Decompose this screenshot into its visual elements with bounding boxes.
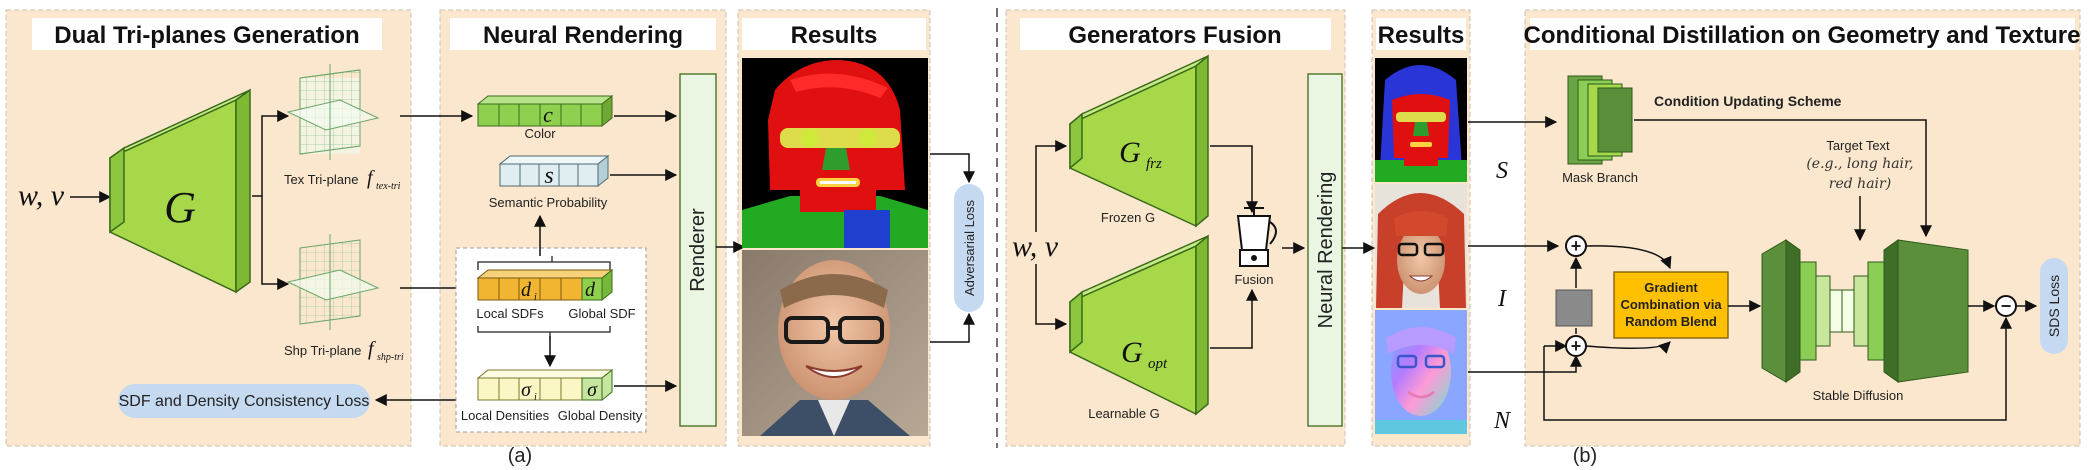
fusion-label: Fusion [1234, 272, 1273, 287]
shp-triplane [286, 234, 380, 330]
plus-node-top-symbol: + [1571, 236, 1582, 256]
frozen-g-label: Frozen G [1101, 210, 1155, 225]
adversarial-loss-pill [954, 184, 984, 312]
sds-loss-label: SDS Loss [2046, 275, 2062, 337]
renderer-label: Renderer [687, 208, 709, 292]
title-neural-rendering: Neural Rendering [483, 22, 683, 49]
stable-diffusion-unet [1761, 239, 1969, 383]
mask-branch-label: Mask Branch [1562, 170, 1638, 185]
consistency-loss-pill [118, 384, 370, 418]
local-sdf-subscript: i [534, 292, 537, 303]
normal-map-image-b [1375, 310, 1467, 434]
input-w-v-b: w, v [1012, 230, 1059, 263]
gradient-line1: Gradient [1644, 280, 1698, 295]
frozen-g-subscript: frz [1146, 156, 1162, 172]
shp-triplane-subscript: shp-tri [377, 352, 404, 363]
noise-square [1555, 289, 1593, 327]
semantic-label: Semantic Probability [489, 195, 608, 210]
mask-branch [1567, 75, 1633, 165]
generator-g [109, 88, 251, 294]
local-sdfs-label: Local SDFs [476, 306, 544, 321]
neural-rendering-block [1307, 73, 1343, 427]
plus-node-bottom-symbol: + [1571, 336, 1582, 356]
semantic-mask-image-b [1375, 58, 1467, 182]
gradient-line2: Combination via [1620, 297, 1722, 312]
local-density-subscript: i [534, 392, 537, 403]
condition-scheme-label: Condition Updating Scheme [1654, 93, 1842, 109]
target-text-line1: (e.g., long hair, [1806, 156, 1913, 172]
learnable-g-subscript: opt [1148, 356, 1168, 372]
title-distillation: Conditional Distillation on Geometry and… [1524, 22, 2081, 49]
title-dual-triplanes: Dual Tri-planes Generation [54, 22, 359, 49]
stable-diffusion-label: Stable Diffusion [1813, 388, 1904, 403]
input-w-v-a: w, v [18, 179, 65, 212]
consistency-loss-label: SDF and Density Consistency Loss [119, 393, 370, 410]
tex-triplane [286, 64, 380, 160]
learnable-g-symbol: G [1121, 336, 1143, 369]
tex-triplane-label: Tex Tri-plane [284, 172, 358, 187]
global-sdf-label: Global SDF [568, 306, 635, 321]
local-density-symbol: σ [521, 379, 532, 401]
caption-b: (b) [1573, 445, 1597, 467]
shp-triplane-label: Shp Tri-plane [284, 343, 361, 358]
title-generators-fusion: Generators Fusion [1068, 22, 1281, 49]
gradient-line3: Random Blend [1625, 314, 1717, 329]
tex-triplane-symbol: f [367, 167, 375, 189]
global-density-label: Global Density [558, 408, 643, 423]
semantic-vector [498, 154, 610, 188]
generator-g-label: G [164, 183, 196, 232]
title-results-a: Results [791, 22, 878, 49]
blender-icon [1236, 207, 1277, 267]
frozen-generator [1069, 54, 1209, 228]
neural-rendering-label: Neural Rendering [1315, 172, 1337, 329]
shp-triplane-symbol: f [368, 338, 376, 360]
photo-face-image-a [742, 250, 928, 436]
color-symbol: c [543, 102, 553, 127]
frozen-g-symbol: G [1119, 136, 1141, 169]
target-text-title: Target Text [1826, 138, 1890, 153]
color-label: Color [524, 126, 556, 141]
tex-triplane-subscript: tex-tri [376, 181, 401, 192]
target-text-line2: red hair) [1829, 176, 1891, 192]
local-densities-label: Local Densities [461, 408, 550, 423]
renderer-block [679, 73, 717, 427]
global-density-symbol: σ [587, 379, 598, 401]
sdf-vector [476, 268, 614, 302]
local-sdf-symbol: d [521, 279, 532, 301]
semantic-mask-image-a [742, 58, 928, 248]
adversarial-loss-label: Adversarial Loss [962, 199, 977, 296]
density-vector [476, 368, 614, 402]
color-vector [476, 94, 614, 128]
panel-distillation [1524, 9, 2081, 447]
semantic-symbol: s [544, 163, 553, 189]
red-hair-photo-b [1375, 184, 1467, 308]
minus-node-symbol: − [2001, 296, 2012, 316]
caption-a: (a) [508, 445, 532, 467]
letter-i: I [1497, 286, 1507, 312]
learnable-generator [1069, 234, 1209, 416]
global-sdf-symbol: d [585, 279, 596, 301]
letter-n: N [1493, 408, 1512, 434]
gradient-combination-box [1613, 271, 1729, 339]
learnable-g-label: Learnable G [1088, 406, 1160, 421]
title-results-b: Results [1378, 22, 1465, 49]
sds-loss-pill [2040, 258, 2068, 354]
letter-s: S [1496, 158, 1508, 184]
